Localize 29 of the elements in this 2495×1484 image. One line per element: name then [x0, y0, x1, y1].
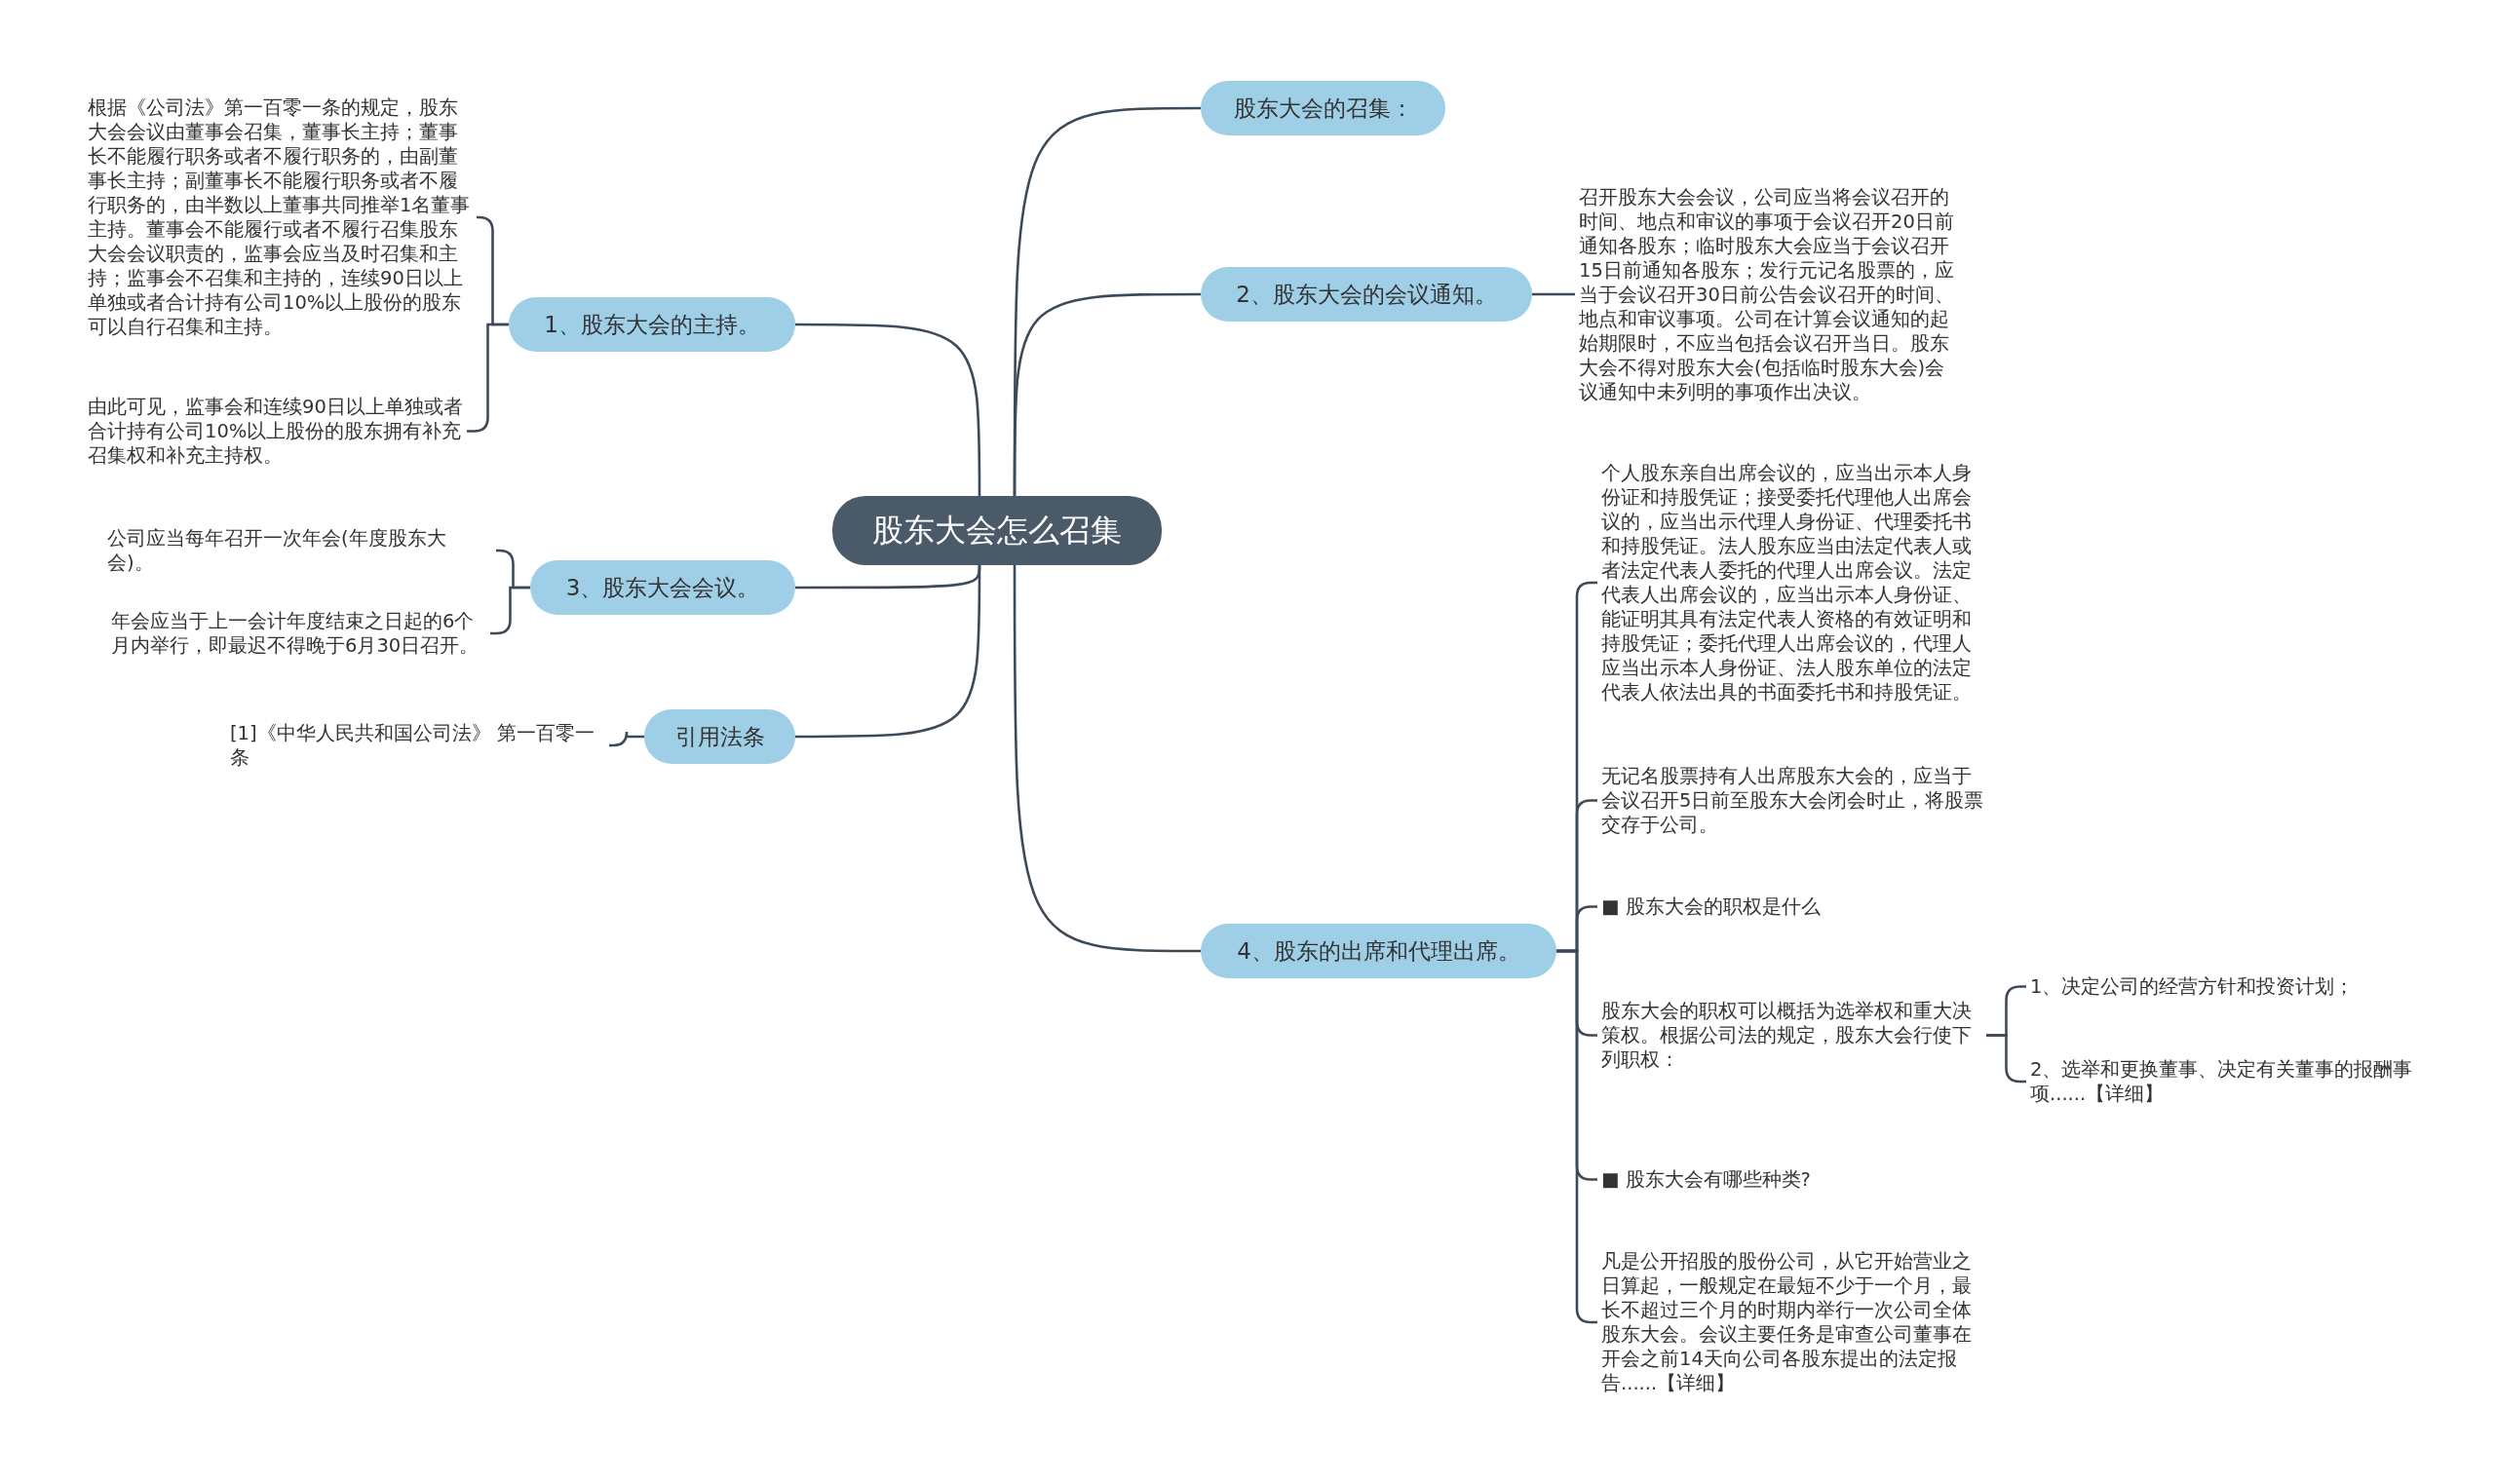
- topic-pill: 4、股东的出席和代理出席。: [1201, 924, 1556, 978]
- note-text: 年会应当于上一会计年度结束之日起的6个月内举行，即最迟不得晚于6月30日召开。: [111, 609, 486, 658]
- connector-line: [795, 323, 981, 496]
- connector-line: [1013, 565, 1201, 953]
- topic-pill: 引用法条: [644, 709, 795, 764]
- note-text: ■ 股东大会有哪些种类?: [1601, 1167, 1986, 1192]
- note-text: 公司应当每年召开一次年会(年度股东大会)。: [107, 526, 492, 575]
- note-text: 由此可见，监事会和连续90日以上单独或者合计持有公司10%以上股份的股东拥有补充召集权和补充主持权。: [88, 395, 463, 468]
- central-topic: 股东大会怎么召集: [832, 496, 1162, 565]
- note-text: 1、决定公司的经营方针和投资计划；: [2030, 974, 2381, 999]
- note-text: 凡是公开招股的股份公司，从它开始营业之日算起，一般规定在最短不少于一个月，最长不超过三个月的时期内举行一次公司全体股东大会。会议主要任务是审查公司董事在开会之前14天向公司各股东提出的法定报告......【详细】: [1601, 1249, 1986, 1395]
- topic-pill: 股东大会的召集：: [1201, 81, 1445, 135]
- topic-pill: 2、股东大会的会议通知。: [1201, 267, 1532, 322]
- note-text: ■ 股东大会的职权是什么: [1601, 894, 1986, 919]
- note-text: 2、选举和更换董事、决定有关董事的报酬事项......【详细】: [2030, 1057, 2415, 1106]
- note-text: [1]《中华人民共和国公司法》 第一百零一条: [230, 721, 605, 770]
- connector-line: [609, 730, 644, 747]
- connector-line: [490, 586, 530, 635]
- note-text: 根据《公司法》第一百零一条的规定，股东大会会议由董事会召集，董事长主持；董事长不能履行职务或者不履行职务的，由副董事长主持；副董事长不能履行职务或者不履行职务的，由半数以上董事共同推举1名董事主持。董事会不能履行或者不履行召集股东大会会议职责的，监事会应当及时召集和主持；监事会不召集和主持的，连续90日以上单独或者合计持有公司10%以上股份的股东可以自行召集和主持。: [88, 95, 473, 339]
- topic-pill: 3、股东大会会议。: [530, 560, 795, 615]
- connector-line: [1532, 292, 1575, 296]
- note-text: 无记名股票持有人出席股东大会的，应当于会议召开5日前至股东大会闭会时止，将股票交存于公司。: [1601, 764, 1986, 837]
- connector-line: [795, 565, 981, 739]
- note-text: 个人股东亲自出席会议的，应当出示本人身份证和持股凭证；接受委托代理他人出席会议的，应当出示代理人身份证、代理委托书和持股凭证。法人股东应当由法定代表人或者法定代表人委托的代理人出席会议。法定代表人出席会议的，应当出示本人身份证、能证明其具有法定代表人资格的有效证明和持股凭证；委托代理人出席会议的，代理人应当出示本人身份证、法人股东单位的法定代表人依法出具的书面委托书和持股凭证。: [1601, 461, 1986, 704]
- connector-line: [1986, 1034, 2026, 1084]
- connector-line: [1013, 292, 1201, 496]
- topic-pill: 1、股东大会的主持。: [509, 297, 795, 352]
- note-text: 股东大会的职权可以概括为选举权和重大决策权。根据公司法的规定，股东大会行使下列职权：: [1601, 999, 1986, 1072]
- note-text: 召开股东大会会议，公司应当将会议召开的时间、地点和审议的事项于会议召开20日前通知各股东；临时股东大会应当于会议召开15日前通知各股东；发行元记名股票的，应当于会议召开30日前公告会议召开的时间、地点和审议事项。公司在计算会议通知的起始期限时，不应当包括会议召开当日。股东大会不得对股东大会(包括临时股东大会)会议通知中未列明的事项作出决议。: [1579, 185, 1964, 404]
